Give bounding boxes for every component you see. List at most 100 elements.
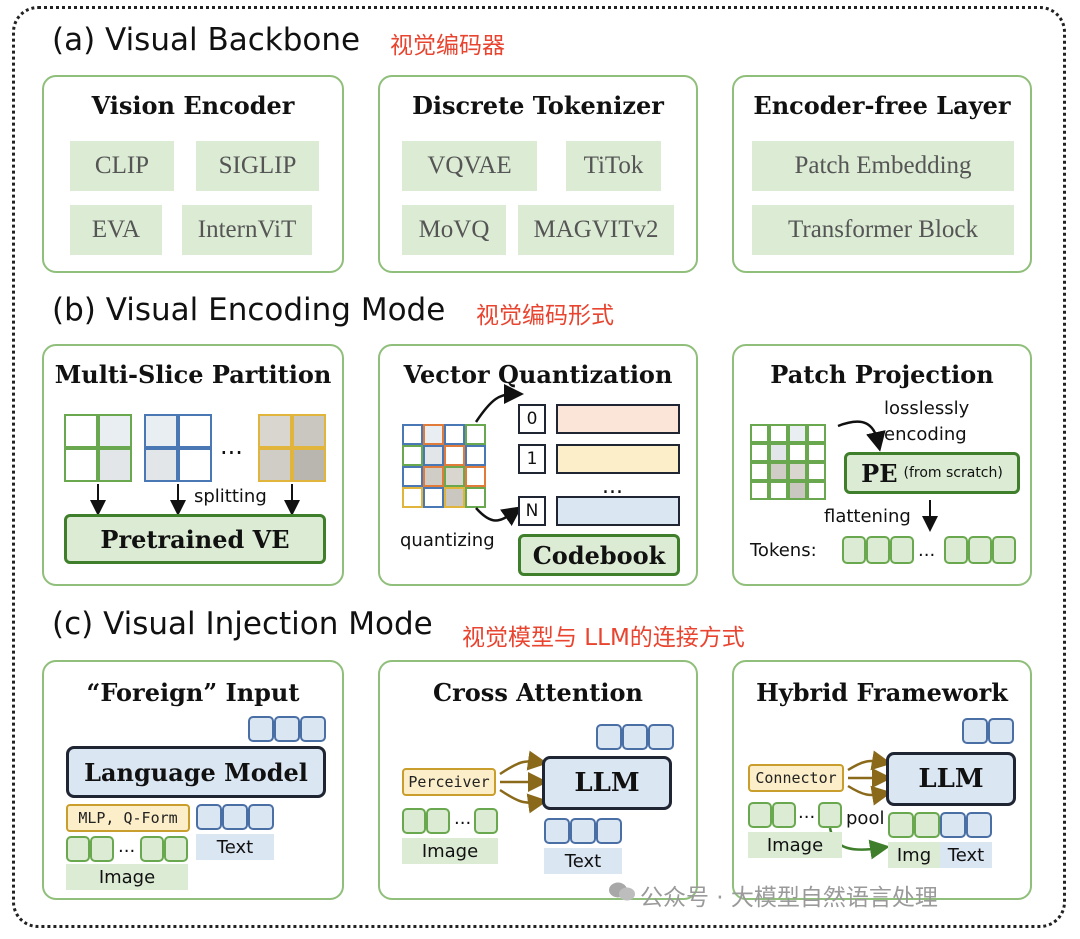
- image-patch: [788, 462, 807, 481]
- image-patch: [444, 445, 465, 466]
- image-patch: [402, 445, 423, 466]
- section-c-title: (c) Visual Injection Mode: [52, 606, 433, 642]
- token: [426, 808, 450, 834]
- panel-hybrid-framework: Hybrid Framework Connector LLM ... pool …: [732, 660, 1032, 900]
- llm-box: LLM: [886, 752, 1016, 806]
- ellipsis: ...: [602, 474, 623, 499]
- section-a-title: (a) Visual Backbone: [52, 22, 361, 58]
- panel-encoder-free: Encoder-free Layer Patch Embedding Trans…: [732, 75, 1032, 273]
- image-patch: [258, 414, 292, 448]
- image-patch: [750, 443, 769, 462]
- pool-label: pool: [846, 808, 885, 829]
- token: [818, 802, 842, 828]
- image-label: Image: [66, 864, 188, 890]
- text-label: Text: [940, 842, 992, 868]
- image-patch: [769, 481, 788, 500]
- token: [968, 536, 992, 564]
- figure-frame: [12, 6, 1066, 928]
- image-patch: [750, 481, 769, 500]
- token: [842, 536, 866, 564]
- token: [474, 808, 498, 834]
- panel-discrete-tokenizer: Discrete Tokenizer VQVAE TiTok MoVQ MAGV…: [378, 75, 698, 273]
- image-patch: [423, 424, 444, 445]
- tokens-label: Tokens:: [750, 540, 817, 561]
- image-patch: [292, 448, 326, 482]
- image-patch: [402, 466, 423, 487]
- token: [248, 804, 274, 830]
- section-b-title: (b) Visual Encoding Mode: [52, 292, 446, 328]
- chip-patch-embedding: Patch Embedding: [752, 141, 1014, 191]
- panel-title: Hybrid Framework: [756, 678, 1008, 707]
- panel-title: Vector Quantization: [403, 360, 673, 389]
- ellipsis: ...: [918, 540, 936, 561]
- chip-internvit: InternViT: [182, 205, 312, 255]
- image-patch: [807, 443, 826, 462]
- image-patch: [465, 445, 486, 466]
- token: [90, 836, 114, 862]
- splitting-label: splitting: [194, 486, 267, 507]
- arrows: [499, 750, 548, 814]
- panel-title: Encoder-free Layer: [753, 91, 1011, 120]
- wechat-icon: [608, 880, 636, 902]
- token: [648, 724, 674, 750]
- image-patch: [444, 466, 465, 487]
- codebook-index-n: N: [518, 496, 546, 526]
- encoding-label: encoding: [884, 424, 967, 445]
- section-c-zh: 视觉模型与 LLM的连接方式: [462, 625, 745, 651]
- pretrained-ve-box: Pretrained VE: [64, 514, 326, 564]
- image-patch: [807, 424, 826, 443]
- chip-vqvae: VQVAE: [402, 141, 537, 191]
- token: [140, 836, 164, 862]
- panel-cross-attention: Cross Attention Perceiver LLM ... Image …: [378, 660, 698, 900]
- llm-box: LLM: [542, 756, 672, 810]
- section-a-zh: 视觉编码器: [390, 33, 505, 59]
- token: [940, 812, 966, 838]
- arrows: [837, 420, 938, 532]
- codebook-index-1: 1: [518, 444, 546, 474]
- panel-title: Multi-Slice Partition: [54, 360, 332, 389]
- pe-note: (from scratch): [903, 465, 1003, 481]
- token: [962, 718, 988, 744]
- codebook-entry: [556, 496, 680, 526]
- token: [914, 812, 940, 838]
- codebook-entry: [556, 404, 680, 434]
- image-patch: [98, 448, 132, 482]
- token: [222, 804, 248, 830]
- token: [596, 818, 622, 844]
- panel-multi-slice: Multi-Slice Partition ... splitting Pret…: [42, 344, 344, 586]
- image-patch: [444, 424, 465, 445]
- image-patch: [178, 448, 212, 482]
- token: [888, 812, 914, 838]
- image-patch: [788, 481, 807, 500]
- mlp-qform-box: MLP, Q-Form: [66, 804, 190, 832]
- image-patch: [144, 414, 178, 448]
- image-patch: [64, 414, 98, 448]
- token: [274, 716, 300, 742]
- image-patch: [98, 414, 132, 448]
- quantizing-label: quantizing: [400, 530, 495, 551]
- codebook-index-0: 0: [518, 404, 546, 434]
- image-patch: [788, 424, 807, 443]
- img-label: Img: [888, 842, 940, 868]
- token: [622, 724, 648, 750]
- image-patch: [423, 487, 444, 508]
- token: [248, 716, 274, 742]
- chip-movq: MoVQ: [402, 205, 506, 255]
- image-patch: [769, 443, 788, 462]
- chip-magvitv2: MAGVITv2: [518, 205, 674, 255]
- arrows: [90, 484, 300, 516]
- token: [66, 836, 90, 862]
- language-model-box: Language Model: [66, 746, 326, 798]
- token: [570, 818, 596, 844]
- panel-vector-quantization: Vector Quantization 0 1 ... N quantizing…: [378, 344, 698, 586]
- ellipsis: ...: [220, 432, 243, 460]
- losslessly-label: losslessly: [884, 398, 970, 419]
- panel-title: “Foreign” Input: [86, 678, 300, 707]
- image-patch: [750, 424, 769, 443]
- image-patch: [402, 424, 423, 445]
- image-patch: [807, 462, 826, 481]
- pe-label: PE: [861, 458, 898, 488]
- token: [772, 802, 796, 828]
- image-patch: [465, 466, 486, 487]
- codebook-box: Codebook: [518, 534, 680, 576]
